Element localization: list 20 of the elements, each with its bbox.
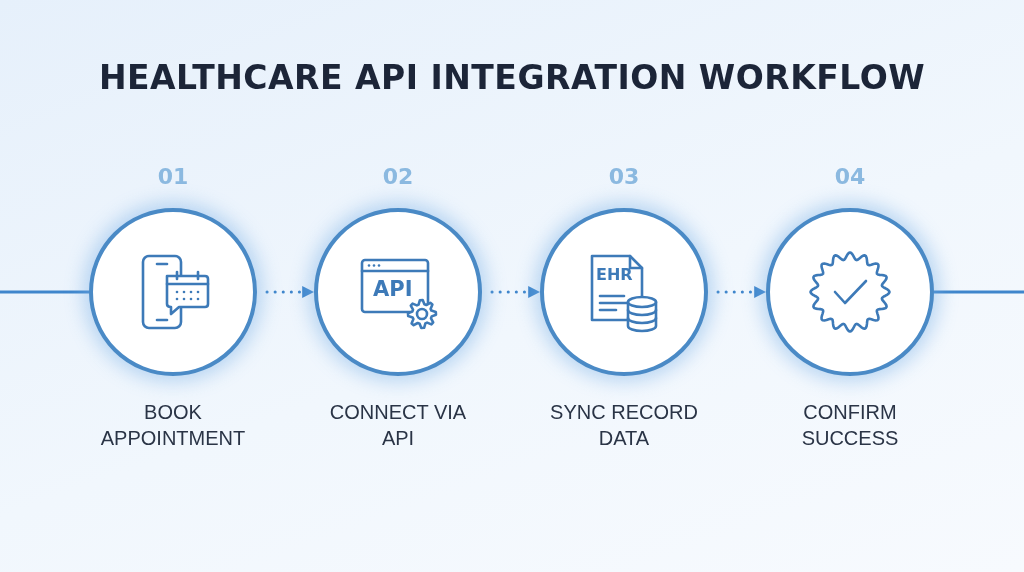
diagram-title: HEALTHCARE API INTEGRATION WORKFLOW xyxy=(97,58,927,97)
step-label: CONFIRM SUCCESS xyxy=(800,400,900,451)
step-circle xyxy=(89,208,257,376)
dotted-arrow xyxy=(490,286,541,298)
step-label: CONNECT VIA API xyxy=(328,400,468,451)
step-number: 03 xyxy=(607,164,641,189)
step-number: 02 xyxy=(381,164,415,189)
step-circle xyxy=(540,208,708,376)
step-label: BOOK APPOINTMENT xyxy=(99,400,247,451)
step-number: 04 xyxy=(833,164,867,189)
dotted-arrow xyxy=(716,286,767,298)
step-circle xyxy=(314,208,482,376)
icon-label: EHR xyxy=(596,267,633,283)
step-number: 01 xyxy=(156,164,190,189)
step-circle xyxy=(766,208,934,376)
dotted-arrow xyxy=(265,286,315,298)
connector-line xyxy=(0,290,89,294)
connector-line xyxy=(934,290,1024,294)
icon-label: API xyxy=(373,279,413,300)
step-label: SYNC RECORD DATA xyxy=(549,400,699,451)
